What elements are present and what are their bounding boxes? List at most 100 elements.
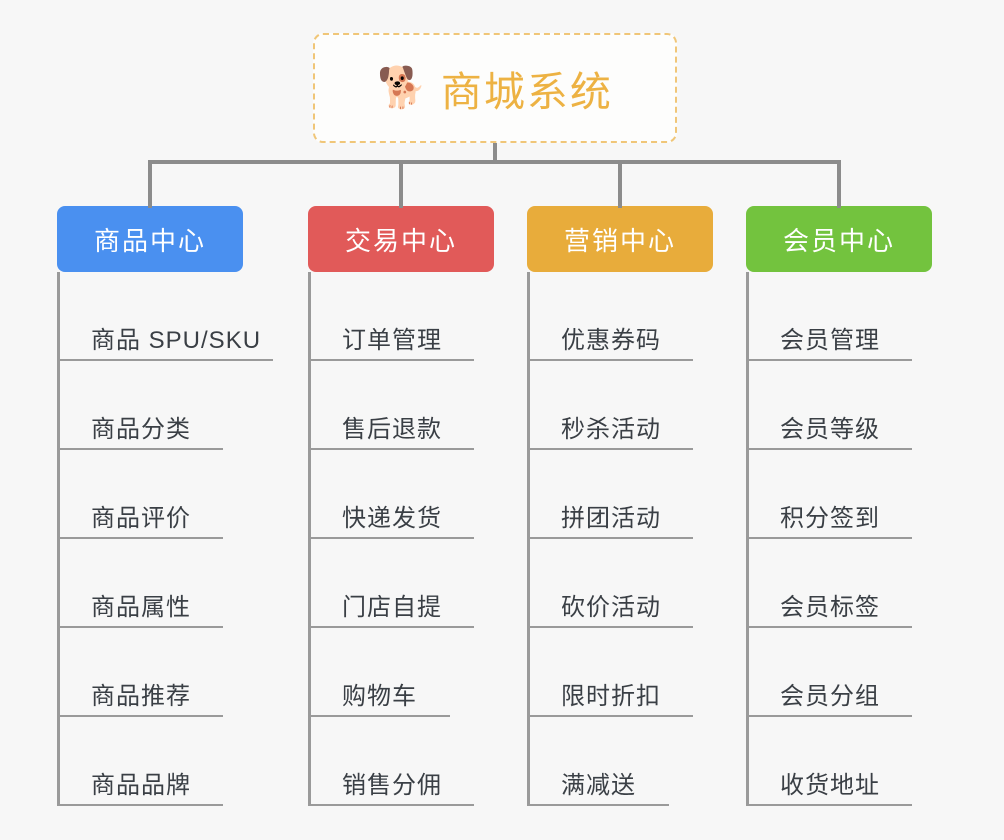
column-member-center: 会员中心会员管理会员等级积分签到会员标签会员分组收货地址 — [746, 206, 932, 806]
leaf-item[interactable]: 门店自提 — [308, 539, 494, 628]
category-label: 会员中心 — [782, 225, 895, 256]
connector-horizontal-bar — [150, 160, 840, 164]
connector-drop-product-center — [148, 160, 152, 208]
leaf-item[interactable]: 收货地址 — [746, 717, 932, 806]
leaf-item-label: 商品评价 — [91, 505, 191, 533]
category-box-marketing-center[interactable]: 营销中心 — [527, 206, 713, 272]
column-trade-center: 交易中心订单管理售后退款快递发货门店自提购物车销售分佣 — [308, 206, 494, 806]
leaf-item-label: 会员分组 — [780, 683, 880, 711]
leaf-item-rule — [746, 626, 912, 628]
leaf-item[interactable]: 销售分佣 — [308, 717, 494, 806]
leaf-item-rule — [308, 715, 450, 717]
category-label: 商品中心 — [93, 225, 206, 256]
leaf-item[interactable]: 购物车 — [308, 628, 494, 717]
leaf-item[interactable]: 会员等级 — [746, 361, 932, 450]
shiba-dog-face-icon: 🐕 — [377, 66, 427, 110]
leaf-item-rule — [527, 359, 693, 361]
category-box-product-center[interactable]: 商品中心 — [57, 206, 243, 272]
leaf-item-rule — [527, 715, 693, 717]
leaf-item-label: 商品推荐 — [91, 683, 191, 711]
connector-spine-product-center — [57, 272, 60, 806]
root-node-shop-system[interactable]: 🐕 商城系统 — [313, 33, 677, 143]
leaf-list-marketing-center: 优惠券码秒杀活动拼团活动砍价活动限时折扣满减送 — [527, 272, 713, 806]
leaf-list-member-center: 会员管理会员等级积分签到会员标签会员分组收货地址 — [746, 272, 932, 806]
leaf-item-rule — [527, 626, 693, 628]
category-box-member-center[interactable]: 会员中心 — [746, 206, 932, 272]
leaf-item-label: 商品品牌 — [91, 772, 191, 800]
leaf-item-label: 会员管理 — [780, 327, 880, 355]
leaf-item[interactable]: 商品推荐 — [57, 628, 243, 717]
leaf-item-rule — [57, 804, 223, 806]
leaf-item[interactable]: 快递发货 — [308, 450, 494, 539]
connector-spine-marketing-center — [527, 272, 530, 806]
leaf-item-label: 快递发货 — [342, 505, 442, 533]
leaf-item-rule — [308, 626, 474, 628]
leaf-item-label: 会员标签 — [780, 594, 880, 622]
leaf-item-rule — [746, 359, 912, 361]
leaf-item[interactable]: 商品属性 — [57, 539, 243, 628]
leaf-item-label: 积分签到 — [780, 505, 880, 533]
connector-drop-member-center — [837, 160, 841, 208]
category-box-trade-center[interactable]: 交易中心 — [308, 206, 494, 272]
connector-spine-member-center — [746, 272, 749, 806]
leaf-item-label: 拼团活动 — [561, 505, 661, 533]
leaf-item-rule — [746, 715, 912, 717]
leaf-item[interactable]: 商品品牌 — [57, 717, 243, 806]
leaf-item-rule — [746, 804, 912, 806]
column-product-center: 商品中心商品 SPU/SKU 商品分类商品评价商品属性商品推荐商品品牌 — [57, 206, 273, 806]
leaf-item[interactable]: 售后退款 — [308, 361, 494, 450]
leaf-item-label: 秒杀活动 — [561, 416, 661, 444]
root-node-title: 商城系统 — [440, 69, 613, 115]
leaf-item[interactable]: 积分签到 — [746, 450, 932, 539]
leaf-item-label: 限时折扣 — [561, 683, 661, 711]
leaf-item-label: 订单管理 — [342, 327, 442, 355]
leaf-item-rule — [527, 537, 693, 539]
leaf-item[interactable]: 拼团活动 — [527, 450, 713, 539]
leaf-item-label: 门店自提 — [342, 594, 442, 622]
leaf-item-rule — [308, 804, 474, 806]
leaf-item-label: 商品属性 — [91, 594, 191, 622]
leaf-item-rule — [527, 448, 693, 450]
category-label: 交易中心 — [344, 225, 457, 256]
leaf-item-label: 收货地址 — [780, 772, 880, 800]
connector-drop-marketing-center — [618, 160, 622, 208]
leaf-item-rule — [308, 359, 474, 361]
connector-spine-trade-center — [308, 272, 311, 806]
leaf-item-rule — [57, 715, 223, 717]
leaf-item-rule — [57, 448, 223, 450]
leaf-item-label: 购物车 — [342, 683, 417, 711]
leaf-item-rule — [57, 626, 223, 628]
category-label: 营销中心 — [563, 225, 676, 256]
leaf-item-label: 销售分佣 — [342, 772, 442, 800]
connector-drop-trade-center — [399, 160, 403, 208]
leaf-item-label: 商品分类 — [91, 416, 191, 444]
leaf-item-label: 商品 SPU/SKU — [91, 327, 262, 355]
leaf-item-label: 会员等级 — [780, 416, 880, 444]
leaf-item[interactable]: 会员标签 — [746, 539, 932, 628]
column-marketing-center: 营销中心优惠券码秒杀活动拼团活动砍价活动限时折扣满减送 — [527, 206, 713, 806]
leaf-item[interactable]: 订单管理 — [308, 272, 494, 361]
leaf-item-label: 优惠券码 — [561, 327, 661, 355]
leaf-item-rule — [746, 448, 912, 450]
leaf-item-label: 砍价活动 — [561, 594, 661, 622]
leaf-item-rule — [57, 359, 273, 361]
leaf-item[interactable]: 商品 SPU/SKU — [57, 272, 273, 361]
leaf-item[interactable]: 砍价活动 — [527, 539, 713, 628]
leaf-item[interactable]: 会员管理 — [746, 272, 932, 361]
leaf-item-label: 满减送 — [561, 772, 636, 800]
leaf-item[interactable]: 限时折扣 — [527, 628, 713, 717]
leaf-item[interactable]: 商品评价 — [57, 450, 243, 539]
leaf-item-rule — [308, 448, 474, 450]
connector-root-stem — [493, 143, 497, 164]
leaf-item-rule — [308, 537, 474, 539]
leaf-item[interactable]: 满减送 — [527, 717, 713, 806]
leaf-item[interactable]: 商品分类 — [57, 361, 243, 450]
leaf-list-trade-center: 订单管理售后退款快递发货门店自提购物车销售分佣 — [308, 272, 494, 806]
leaf-item[interactable]: 秒杀活动 — [527, 361, 713, 450]
leaf-item[interactable]: 优惠券码 — [527, 272, 713, 361]
leaf-item-rule — [746, 537, 912, 539]
leaf-item[interactable]: 会员分组 — [746, 628, 932, 717]
leaf-item-label: 售后退款 — [342, 416, 442, 444]
leaf-list-product-center: 商品 SPU/SKU 商品分类商品评价商品属性商品推荐商品品牌 — [57, 272, 273, 806]
leaf-item-rule — [57, 537, 223, 539]
